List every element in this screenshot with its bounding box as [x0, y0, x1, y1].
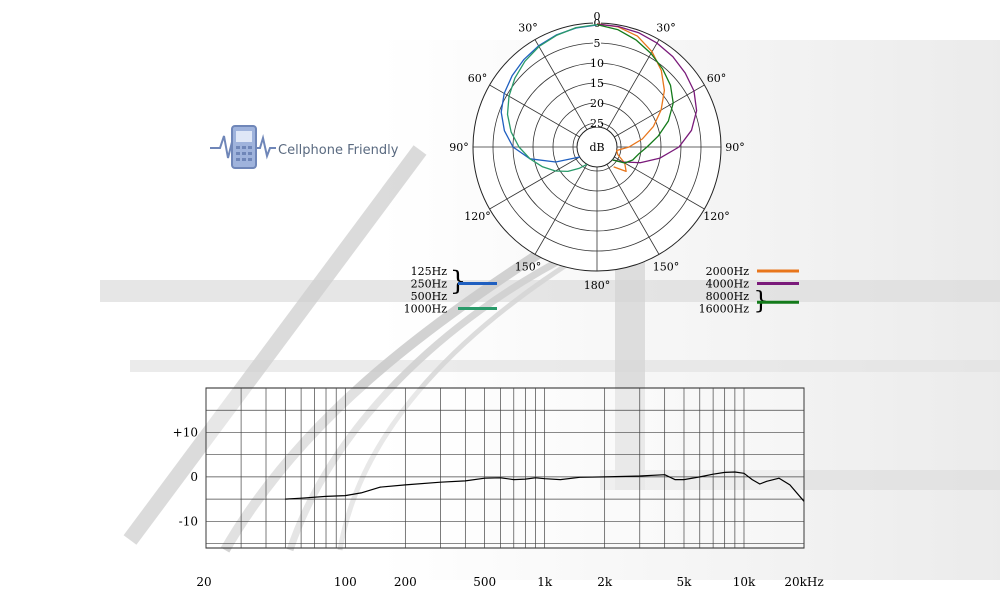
freq-x-tick: 500: [473, 575, 496, 589]
badge-label: Cellphone Friendly: [278, 143, 399, 158]
cellphone-icon: [210, 125, 276, 169]
polar-scale-gap: [593, 21, 601, 127]
freq-plot-frame: [205, 387, 805, 549]
polar-angle-label: 120°: [464, 210, 491, 223]
freq-x-tick: 1k: [537, 575, 553, 589]
polar-angle-label: 60°: [707, 72, 727, 85]
polar-angle-label: 150°: [653, 261, 680, 274]
freq-response-line: [285, 471, 805, 502]
left-legend-label: 1000Hz: [404, 303, 448, 316]
polar-angle-label: 120°: [703, 210, 730, 223]
left-legend-label: 125Hz: [411, 265, 448, 278]
polar-pattern-chart: dB 00 5 10 15 20 25 30° 60° 90° 120° 150° 180° 30° 60°…: [404, 10, 799, 316]
right-legend-label: 16000Hz: [699, 303, 750, 316]
polar-angle-label: 180°: [584, 279, 611, 292]
polar-radial-tick: 15: [590, 77, 604, 90]
polar-top-tick: 0: [594, 10, 601, 23]
polar-radial-tick: 5: [594, 37, 601, 50]
polar-series-line: [596, 23, 674, 164]
left-legend-label: 500Hz: [411, 290, 448, 303]
freq-x-tick: 100: [334, 575, 357, 589]
left-legend-brace: }: [450, 267, 467, 297]
right-legend-label: 4000Hz: [706, 278, 750, 291]
left-legend-label: 250Hz: [411, 278, 448, 291]
right-legend-label: 2000Hz: [706, 265, 750, 278]
freq-x-tick: 20kHz: [784, 575, 823, 589]
polar-angle-label: 30°: [656, 21, 676, 34]
polar-spoke: [489, 156, 580, 210]
polar-spoke: [534, 39, 588, 130]
polar-series-line: [596, 23, 698, 164]
polar-angle-label: 90°: [725, 141, 745, 154]
polar-spoke: [614, 84, 705, 138]
right-legend-label: 8000Hz: [706, 290, 750, 303]
polar-spoke: [606, 164, 660, 255]
polar-angle-label: 60°: [468, 72, 488, 85]
polar-series-line: [596, 23, 666, 173]
freq-x-tick: 5k: [677, 575, 693, 589]
cellphone-friendly-badge: [210, 122, 410, 172]
polar-spoke: [614, 156, 705, 210]
polar-series-line: [506, 23, 598, 173]
polar-spoke: [534, 164, 588, 255]
polar-spoke: [606, 39, 660, 130]
polar-radial-tick: 10: [590, 57, 604, 70]
polar-angle-label: 90°: [449, 141, 469, 154]
polar-angle-label: 30°: [518, 21, 538, 34]
polar-radial-tick: 20: [590, 97, 604, 110]
frequency-response-chart: +10 0 -10 20 100 200 500 1k 2k 5k 10k 20kHz: [173, 387, 824, 589]
polar-unit-label: dB: [589, 141, 604, 154]
freq-y-tick: +10: [173, 425, 198, 439]
freq-y-tick: -10: [179, 514, 198, 528]
right-legend-brace: }: [753, 286, 768, 314]
polar-radial-tick: 0: [594, 17, 601, 30]
freq-x-tick: 200: [394, 575, 417, 589]
freq-x-tick: 20: [196, 575, 211, 589]
freq-x-tick: 2k: [597, 575, 613, 589]
freq-y-tick: 0: [190, 470, 198, 484]
freq-x-tick: 10k: [733, 575, 756, 589]
polar-radial-tick: 25: [590, 117, 604, 130]
polar-angle-label: 150°: [515, 261, 542, 274]
